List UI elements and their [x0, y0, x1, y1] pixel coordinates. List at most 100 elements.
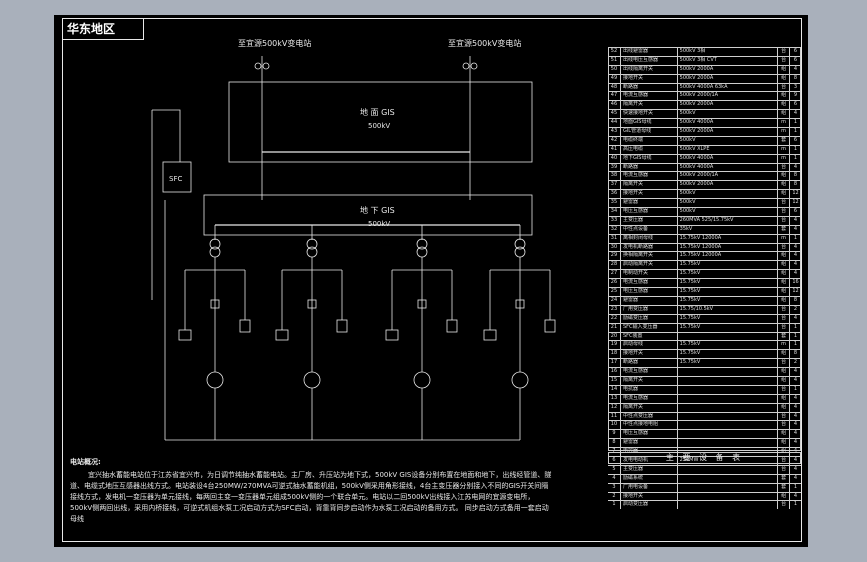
- table-cell-name: 地下GIS母线: [621, 154, 678, 163]
- table-cell-name: 中性点变压器: [621, 412, 678, 421]
- unit-4-main-transformer-lv: [514, 246, 526, 258]
- table-cell-spec: 500kV 4000A: [678, 154, 779, 163]
- table-cell-spec: [678, 385, 779, 394]
- table-cell-unit: 台: [778, 305, 791, 314]
- table-cell-qty: 6: [793, 48, 798, 54]
- unit-2-voltage-transformer: [275, 329, 289, 341]
- table-cell-spec: 500kV 3相 CVT: [678, 56, 779, 65]
- table-cell-no: 40: [608, 154, 621, 163]
- table-cell-spec: 500kV: [678, 110, 779, 119]
- table-cell-qty: 4: [793, 439, 798, 446]
- table-cell-spec: [678, 412, 779, 421]
- table-cell-unit: 台: [778, 199, 791, 208]
- table-cell-no: 24: [608, 296, 621, 305]
- table-cell-spec: 15.75kV 12000A: [678, 252, 779, 261]
- notes-body: 宜兴抽水蓄能电站位于江苏省宜兴市，为日调节纯抽水蓄能电站。主厂房、升压站为地下式…: [70, 471, 552, 523]
- table-cell-no: 1: [608, 501, 621, 510]
- table-cell-qty: 6: [793, 56, 798, 63]
- table-cell-qty: 4: [793, 474, 798, 481]
- equipment-table-title: 主 要 设 备 表: [608, 452, 801, 464]
- table-cell-name: 主变压器: [621, 465, 678, 474]
- table-cell-no: 15: [608, 376, 621, 385]
- table-cell-spec: 15.75kV 12000A: [678, 243, 779, 252]
- table-cell-no: 36: [608, 190, 621, 199]
- table-cell-qty: 6: [793, 101, 798, 108]
- table-cell-name: 接地开关: [621, 350, 678, 359]
- table-cell-qty: 4: [793, 376, 798, 383]
- table-cell-no: 9: [608, 430, 621, 439]
- table-cell-qty: 16: [792, 279, 799, 286]
- table-cell-no: 49: [608, 74, 621, 83]
- table-cell-no: 37: [608, 181, 621, 190]
- table-cell-no: 47: [608, 92, 621, 101]
- table-cell-unit: 台: [778, 465, 791, 474]
- unit-3-excitation-transformer: [446, 319, 458, 333]
- table-cell-no: 18: [608, 350, 621, 359]
- table-cell-name: 励磁系统: [621, 474, 678, 483]
- substation-left-label: 至宜源500kV变电站: [238, 38, 311, 48]
- table-cell-name: 发电机断路器: [621, 243, 678, 252]
- table-cell-qty: 12: [792, 199, 799, 206]
- table-cell-name: 高压电缆: [621, 145, 678, 154]
- table-cell-name: 接地开关: [621, 74, 678, 83]
- upper-gis-label: 地 面 GIS: [360, 107, 395, 117]
- table-cell-spec: 15.75kV: [678, 270, 779, 279]
- table-cell-no: 30: [608, 243, 621, 252]
- unit-4-main-transformer-hv: [514, 238, 526, 250]
- table-cell-name: 隔离开关: [621, 101, 678, 110]
- table-cell-unit: 台: [778, 421, 791, 430]
- table-cell-qty: 1: [793, 234, 798, 241]
- table-cell-name: 电流互感器: [621, 394, 678, 403]
- table-cell-no: 45: [608, 110, 621, 119]
- table-cell-spec: 500kV: [678, 136, 779, 145]
- table-cell-qty: 4: [793, 270, 798, 277]
- table-cell-unit: 台: [778, 208, 791, 216]
- table-cell-name: 出线避雷器: [621, 48, 678, 56]
- table-cell-qty: 1: [793, 323, 798, 330]
- table-cell-name: 励磁变压器: [621, 314, 678, 323]
- table-cell-qty: 4: [793, 243, 798, 250]
- table-cell-no: 4: [608, 474, 621, 483]
- table-cell-qty: 1: [793, 483, 798, 490]
- table-cell-no: 35: [608, 199, 621, 208]
- table-cell-name: 电缆终端: [621, 136, 678, 145]
- table-cell-no: 10: [608, 421, 621, 430]
- table-cell-unit: m: [778, 145, 791, 154]
- unit-3-generator-breaker: [417, 299, 427, 309]
- table-cell-spec: [678, 421, 779, 430]
- table-cell-unit: 组: [778, 261, 791, 270]
- table-cell-unit: 台: [778, 163, 791, 172]
- table-cell-name: 换相隔离开关: [621, 252, 678, 261]
- table-cell-unit: 组: [778, 376, 791, 385]
- table-cell-spec: 500kV 2000A: [678, 65, 779, 74]
- table-cell-spec: 500kV 4000A 63kA: [678, 83, 779, 92]
- table-cell-spec: 15.75/10.5kV: [678, 305, 779, 314]
- unit-3-generator: [413, 371, 431, 389]
- table-cell-name: 出线隔离开关: [621, 65, 678, 74]
- table-cell-spec: [678, 492, 779, 501]
- table-cell-spec: 500kV 2000A: [678, 128, 779, 136]
- table-cell-unit: 组: [778, 252, 791, 261]
- table-cell-name: 断路器: [621, 359, 678, 368]
- table-cell-qty: 4: [793, 163, 798, 170]
- table-cell-spec: [678, 376, 779, 385]
- table-cell-unit: 组: [778, 172, 791, 181]
- table-cell-name: 中性点接地电阻: [621, 421, 678, 430]
- table-cell-qty: 1: [793, 154, 798, 161]
